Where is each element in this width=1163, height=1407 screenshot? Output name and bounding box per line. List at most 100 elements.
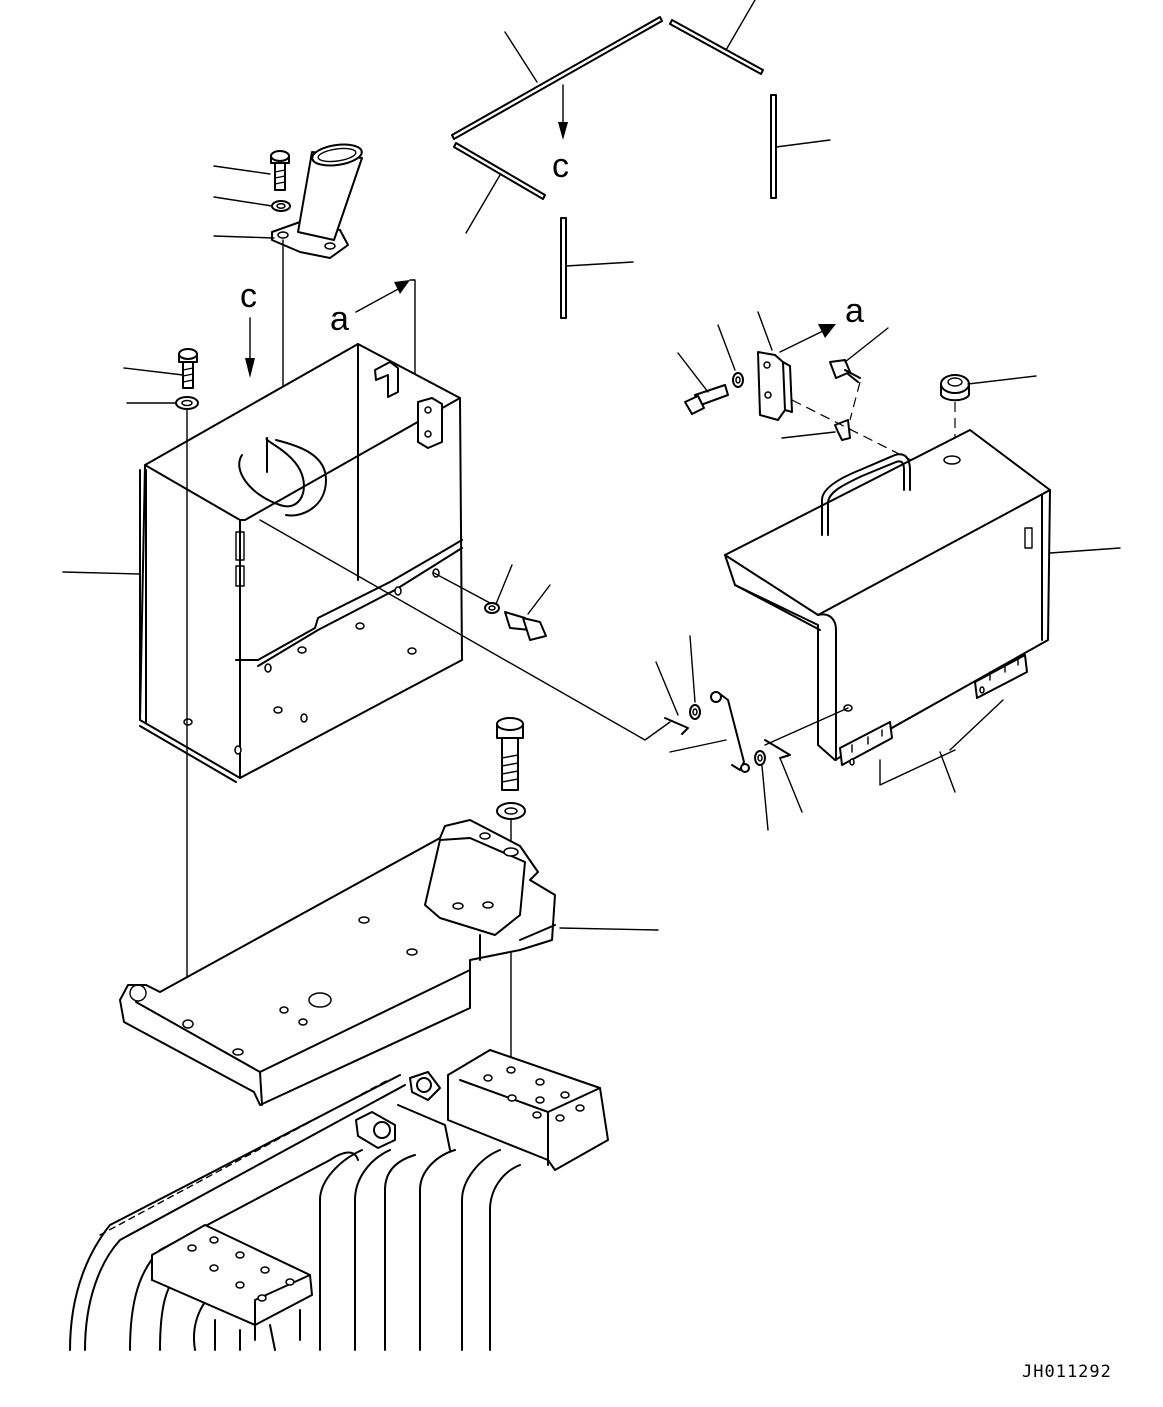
leader-line [725, 0, 756, 51]
block-hole [424, 406, 432, 414]
plate-hole [503, 847, 519, 857]
base-plate-corner [259, 1071, 263, 1106]
right-tank-corner [817, 613, 837, 761]
leader-bracket [879, 699, 1004, 786]
view-arrow-c-head [245, 358, 255, 378]
leader-line [761, 765, 769, 831]
frame-post [489, 1164, 521, 1351]
rod-lower-left [453, 142, 546, 200]
base-bracket-step [479, 924, 556, 961]
leader-line [655, 661, 679, 716]
plate-hole [479, 832, 491, 840]
washer-hole [692, 708, 698, 716]
plate-hole [279, 1006, 289, 1014]
leader-line [559, 927, 659, 931]
base-hook [129, 984, 147, 1002]
bolt-head-side [496, 723, 524, 739]
right-tank-body [724, 429, 1051, 761]
hinge-hole [849, 758, 855, 766]
pivot-pin [416, 1077, 432, 1093]
bolt-head-side [270, 155, 290, 164]
base-plate [119, 819, 556, 1106]
washer-hole [757, 754, 763, 762]
tank-hole [297, 646, 307, 654]
tank-cutout-lip [257, 547, 463, 667]
tank-cap-side [940, 383, 970, 402]
leader-line [939, 751, 956, 793]
right-tank-handle-inner [827, 460, 905, 536]
frame-post [319, 1149, 363, 1351]
leader-line [565, 261, 634, 267]
view-label-a-right: a [845, 292, 864, 330]
tank-hole [394, 586, 402, 596]
plate-hole [298, 1018, 308, 1026]
assembly-line [764, 707, 849, 746]
plate-hole-large [308, 992, 332, 1008]
tank-slot [1024, 527, 1033, 549]
view-arrow-a-guide [409, 279, 416, 416]
tank-filler-hole [943, 455, 961, 465]
right-tank-lip [734, 584, 821, 631]
leader-line [689, 635, 696, 703]
step-hole [187, 1244, 197, 1252]
washer-hole [735, 376, 741, 384]
upper-step-edge [459, 1079, 601, 1166]
bolt-head [270, 150, 290, 162]
frame-rail-outer-2 [84, 1084, 406, 1351]
leader-line [213, 235, 275, 239]
lower-step-supports [214, 1309, 301, 1351]
bracket-hole [764, 391, 772, 399]
flange-hole [324, 242, 336, 250]
plate-hole [482, 901, 494, 909]
tank-inner-handle [238, 437, 327, 517]
step-hole [555, 1114, 565, 1122]
bolt-thread [182, 367, 194, 383]
rod-vertical-right [770, 94, 777, 199]
step-hole [532, 1111, 542, 1119]
leader-line [775, 139, 831, 148]
step-hole [209, 1264, 219, 1272]
view-arrow-a-head [394, 280, 410, 294]
leader-line [527, 584, 551, 615]
rod-diagonal-long [451, 16, 663, 140]
latch-rod [711, 693, 745, 771]
bolt-head-side [178, 353, 198, 363]
leader-line [213, 165, 271, 175]
step-hole [235, 1251, 245, 1259]
view-arrow-a-head [818, 324, 836, 338]
leader-line [1049, 547, 1121, 554]
step-hole [560, 1091, 570, 1099]
frame-rail-dashed [99, 1079, 389, 1236]
washer-hole [276, 203, 286, 209]
tank-edge-slots [235, 531, 245, 587]
leader-line [757, 311, 773, 351]
rod-diagonal-short [669, 19, 764, 75]
hinge-bracket [757, 351, 786, 421]
tank-hinge [974, 654, 1028, 699]
drawing-code: JH011292 [1022, 1362, 1112, 1382]
tank-hole [264, 663, 272, 673]
view-arrow-a-shaft [355, 287, 401, 313]
base-plate-group [119, 717, 659, 1106]
base-bracket-raised [424, 837, 526, 936]
leader-line [677, 352, 709, 393]
left-tank-group: c a [62, 277, 671, 1026]
view-arrow-a-shaft [779, 329, 826, 353]
leader-line [669, 739, 727, 753]
tank-hole [183, 718, 193, 726]
view-label-a-left: a [330, 300, 349, 338]
flange-hole [277, 231, 289, 239]
cotter-pin [764, 739, 791, 759]
plate-hole [452, 902, 464, 910]
step-hole [506, 1066, 516, 1074]
bolt-head [178, 348, 198, 360]
pivot-link [397, 1104, 451, 1151]
bolt-head [522, 617, 547, 641]
tank-top-edge [239, 397, 461, 521]
filler-pipe-mouth [311, 143, 363, 167]
bolt-head [684, 395, 705, 415]
pivot-pin [373, 1121, 391, 1139]
step-hole [575, 1104, 585, 1112]
step-hole [535, 1078, 545, 1086]
